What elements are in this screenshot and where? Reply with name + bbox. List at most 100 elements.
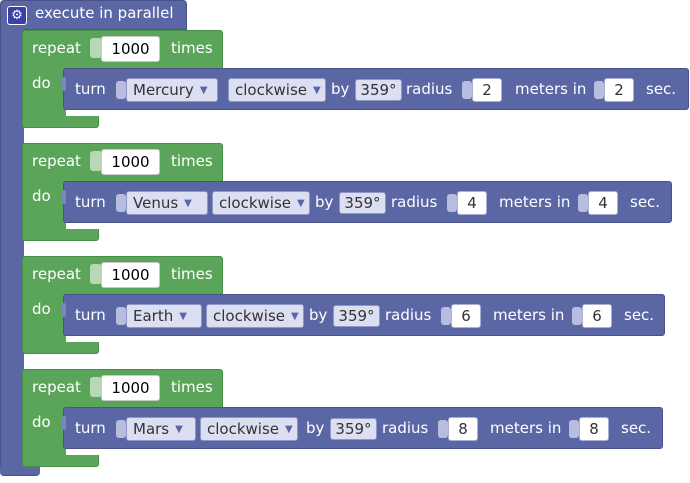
seconds-input[interactable]: 8	[579, 417, 609, 441]
radius-label: radius	[406, 80, 453, 98]
angle-value[interactable]: 359°	[333, 305, 380, 327]
number-input-cap	[569, 420, 579, 438]
radius-input[interactable]: 2	[472, 78, 502, 102]
do-label: do	[32, 74, 51, 92]
planet-name: Mercury	[133, 81, 194, 99]
by-label: by	[309, 306, 328, 324]
repeat-block-spine	[22, 184, 66, 230]
meters-in-label: meters in	[515, 80, 587, 98]
by-label: by	[306, 419, 325, 437]
repeat-block-spine	[22, 71, 66, 117]
sec-label: sec.	[624, 306, 655, 324]
number-input-cap	[572, 307, 582, 325]
seconds-input[interactable]: 6	[582, 304, 612, 328]
seconds-input[interactable]: 4	[588, 191, 618, 215]
direction-value: clockwise	[213, 307, 286, 325]
repeat-count-input[interactable]: 1000	[101, 375, 160, 401]
chevron-down-icon: ▼	[175, 423, 183, 435]
chevron-down-icon: ▼	[313, 84, 321, 96]
number-input-cap	[594, 81, 604, 99]
number-input-cap	[438, 420, 448, 438]
turn-label: turn	[75, 306, 106, 324]
turn-block-connector	[62, 416, 66, 430]
gear-icon[interactable]: ⚙	[7, 6, 27, 25]
direction-value: clockwise	[207, 420, 280, 438]
parallel-block-foot	[0, 466, 40, 476]
repeat-block-foot	[22, 116, 99, 128]
turn-label: turn	[75, 193, 106, 211]
chevron-down-icon: ▼	[184, 197, 192, 209]
direction-dropdown[interactable]: clockwise ▼	[206, 304, 304, 328]
number-input-cap	[90, 151, 102, 171]
number-input-cap	[447, 194, 457, 212]
radius-label: radius	[385, 306, 432, 324]
repeat-label: repeat	[32, 39, 81, 57]
number-input-cap	[90, 38, 102, 58]
turn-label: turn	[75, 419, 106, 437]
planet-name: Earth	[133, 307, 174, 325]
chevron-down-icon: ▼	[297, 197, 305, 209]
number-input-cap	[578, 194, 588, 212]
parallel-label: execute in parallel	[35, 4, 174, 22]
repeat-count-input[interactable]: 1000	[101, 262, 160, 288]
dropdown-cap	[116, 194, 126, 212]
direction-value: clockwise	[219, 194, 292, 212]
number-input-cap	[90, 264, 102, 284]
times-label: times	[171, 378, 213, 396]
planet-dropdown[interactable]: Earth ▼	[126, 304, 202, 328]
times-label: times	[171, 152, 213, 170]
do-label: do	[32, 413, 51, 431]
direction-dropdown[interactable]: clockwise ▼	[228, 78, 326, 102]
meters-in-label: meters in	[493, 306, 565, 324]
execute-in-parallel-block[interactable]	[0, 0, 187, 30]
angle-value[interactable]: 359°	[330, 418, 377, 440]
number-input-cap	[90, 377, 102, 397]
by-label: by	[315, 193, 334, 211]
sec-label: sec.	[646, 80, 677, 98]
planet-name: Venus	[133, 194, 179, 212]
do-label: do	[32, 300, 51, 318]
repeat-count-input[interactable]: 1000	[101, 36, 160, 62]
meters-in-label: meters in	[490, 419, 562, 437]
do-label: do	[32, 187, 51, 205]
angle-value[interactable]: 359°	[355, 79, 402, 101]
radius-label: radius	[382, 419, 429, 437]
repeat-count-input[interactable]: 1000	[101, 149, 160, 175]
radius-input[interactable]: 6	[451, 304, 481, 328]
seconds-input[interactable]: 2	[604, 78, 634, 102]
repeat-block-spine	[22, 297, 66, 343]
sec-label: sec.	[630, 193, 661, 211]
repeat-block-spine	[22, 410, 66, 456]
dropdown-cap	[116, 307, 126, 325]
by-label: by	[331, 80, 350, 98]
planet-dropdown[interactable]: Mars ▼	[126, 417, 196, 441]
number-input-cap	[462, 81, 472, 99]
planet-dropdown[interactable]: Venus ▼	[126, 191, 208, 215]
turn-block-connector	[62, 190, 66, 204]
direction-dropdown[interactable]: clockwise ▼	[212, 191, 310, 215]
dropdown-cap	[116, 420, 126, 438]
chevron-down-icon: ▼	[291, 310, 299, 322]
repeat-label: repeat	[32, 265, 81, 283]
repeat-block-foot	[22, 342, 99, 354]
times-label: times	[171, 39, 213, 57]
direction-value: clockwise	[235, 81, 308, 99]
sec-label: sec.	[621, 419, 652, 437]
repeat-label: repeat	[32, 152, 81, 170]
parallel-block-spine	[0, 29, 24, 476]
planet-name: Mars	[133, 420, 170, 438]
angle-value[interactable]: 359°	[339, 192, 386, 214]
times-label: times	[171, 265, 213, 283]
planet-dropdown[interactable]: Mercury▼	[126, 78, 218, 102]
radius-input[interactable]: 8	[448, 417, 478, 441]
dropdown-cap	[116, 81, 126, 99]
repeat-block-foot	[22, 229, 99, 241]
direction-dropdown[interactable]: clockwise▼	[200, 417, 298, 441]
radius-label: radius	[391, 193, 438, 211]
turn-block-connector	[62, 303, 66, 317]
number-input-cap	[441, 307, 451, 325]
repeat-label: repeat	[32, 378, 81, 396]
chevron-down-icon: ▼	[179, 310, 187, 322]
radius-input[interactable]: 4	[457, 191, 487, 215]
turn-block-connector	[62, 77, 66, 91]
